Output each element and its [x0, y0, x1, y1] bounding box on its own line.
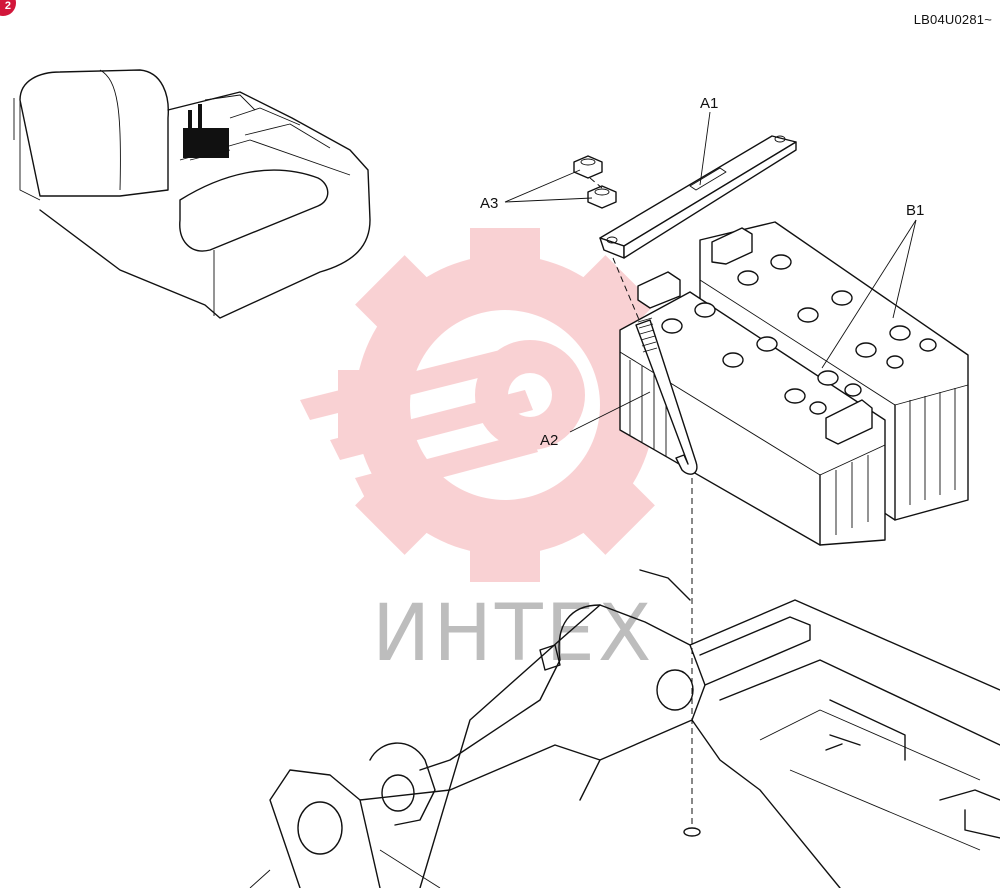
nut-lower: [587, 185, 617, 209]
drawing-code: LB04U0281~: [913, 12, 992, 27]
page-marker-number: 2: [4, 0, 11, 12]
battery-location-icon: [183, 104, 231, 161]
chassis-frame: [249, 569, 1000, 888]
battery-clamp-a1: [599, 135, 797, 259]
label-a3: A3: [480, 195, 498, 212]
watermark-logo: [300, 228, 672, 582]
label-a2: A2: [540, 432, 558, 449]
nut-upper: [573, 155, 603, 179]
machine-overview: [13, 69, 371, 319]
watermark-speed-stripes: [300, 345, 538, 498]
j-bolt-a2: [635, 317, 698, 475]
assembly-lines: [589, 177, 693, 828]
label-a1: A1: [700, 95, 718, 112]
page-marker-badge: 2: [0, 0, 16, 16]
battery-front: [619, 271, 886, 546]
label-b1: B1: [906, 202, 924, 219]
battery-terminals: [661, 254, 937, 415]
leader-lines: [504, 111, 917, 433]
watermark-text: ИНТЕХ: [372, 589, 654, 679]
